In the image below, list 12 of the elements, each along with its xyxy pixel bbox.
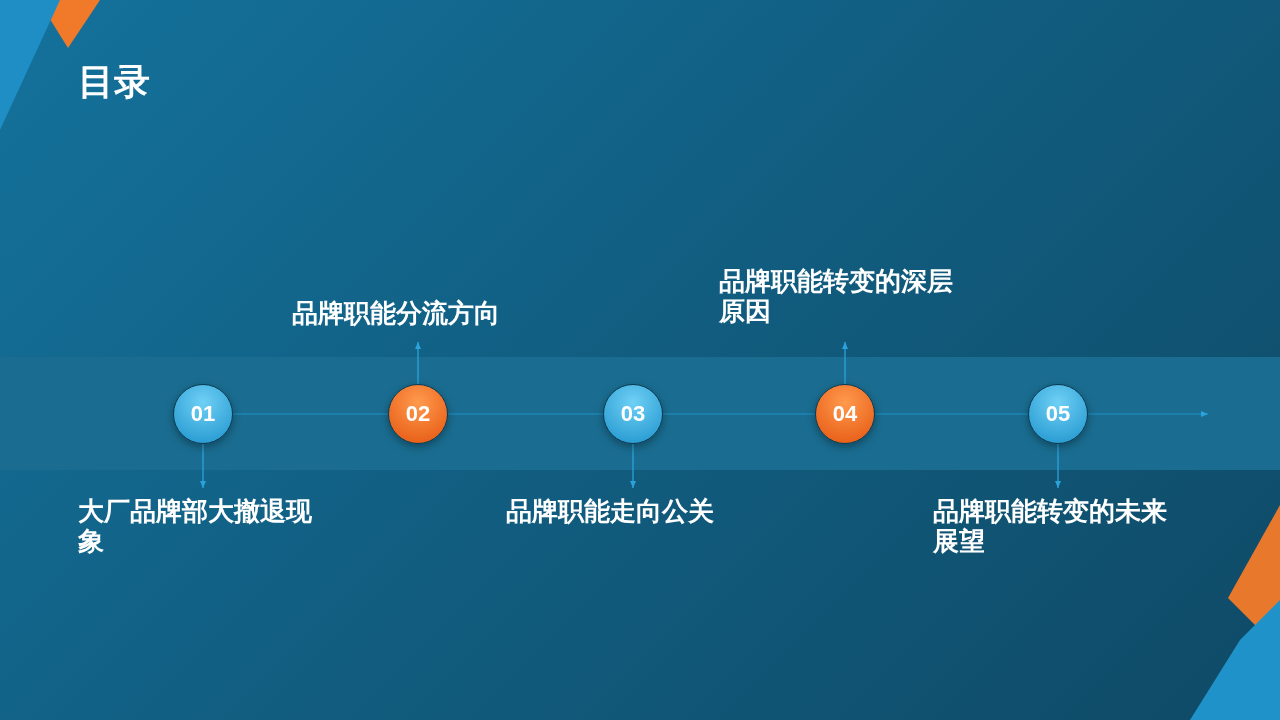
arrow	[630, 443, 636, 489]
section-title: 品牌职能走向公关	[506, 488, 758, 534]
arrow	[200, 443, 206, 489]
title: 目录	[78, 60, 150, 104]
section-title: 大厂品牌部大撤退现象	[78, 488, 330, 564]
arrow	[415, 341, 421, 385]
arrow	[1055, 443, 1061, 489]
section-title: 品牌职能分流方向	[292, 290, 544, 342]
arrow	[842, 341, 848, 385]
section-title: 品牌职能转变的未来展望	[933, 488, 1185, 564]
section-title: 品牌职能转变的深层原因	[719, 258, 971, 342]
arrow	[1087, 411, 1209, 417]
